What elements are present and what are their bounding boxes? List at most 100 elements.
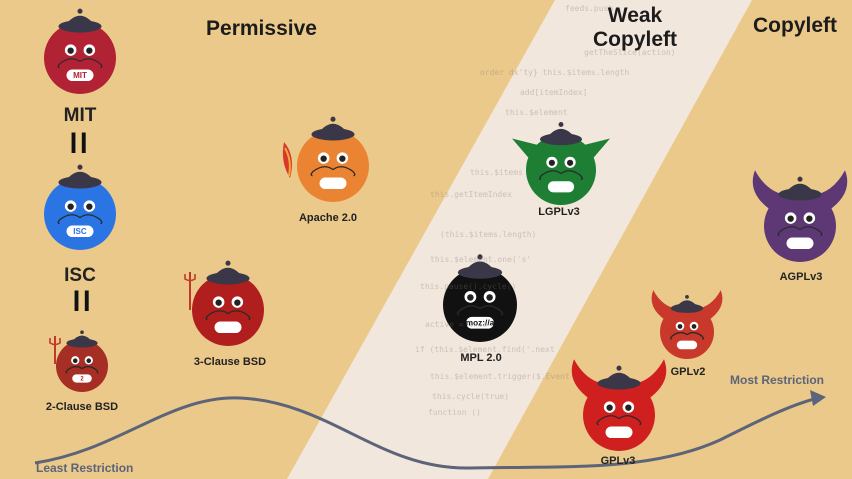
mouth-badge — [72, 374, 92, 383]
feather-icon — [282, 142, 292, 178]
code-line: this.$element.one('s' — [430, 255, 532, 264]
pupil — [234, 299, 241, 306]
pupil — [86, 358, 92, 363]
code-line: this.$element.trigger($.Event — [430, 372, 570, 381]
pupil — [787, 215, 794, 222]
pupil — [567, 159, 574, 166]
code-line: if (this.$element.find('.next — [415, 345, 555, 354]
body — [526, 135, 596, 205]
hat-crown — [546, 128, 576, 139]
mustache-right — [560, 170, 583, 181]
hat-knob — [330, 116, 336, 122]
gpl2-label: GPLv2 — [670, 366, 706, 378]
code-line: active = this — [425, 320, 488, 329]
pupil — [625, 404, 632, 411]
lgpl-label: LGPLv3 — [538, 206, 580, 218]
mouth-badge — [214, 321, 242, 334]
mustache-left — [310, 166, 334, 177]
gpl3-mascot — [571, 359, 667, 451]
mustache-left — [456, 305, 481, 316]
pupil — [67, 203, 74, 210]
mustache-right — [81, 365, 99, 374]
mouth-badge — [676, 340, 698, 350]
code-line: this.getItemIndex — [430, 190, 512, 199]
mustache-right — [79, 58, 103, 69]
pupil — [806, 215, 813, 222]
code-line: add[itemIndex] — [520, 88, 588, 97]
mustache-right — [686, 331, 704, 340]
trident-icon — [184, 272, 196, 310]
body — [44, 178, 116, 250]
pupil — [86, 203, 93, 210]
hat-knob — [77, 164, 83, 170]
body — [660, 305, 714, 359]
agpl-mascot — [752, 170, 848, 262]
restriction-curve — [34, 396, 819, 470]
code-line: feeds.push — [565, 4, 614, 13]
pupil — [677, 324, 683, 329]
mustache-left — [539, 170, 562, 181]
mustache-right — [479, 305, 504, 316]
body — [583, 379, 655, 451]
isc-bsd-equals: II — [72, 285, 94, 318]
pupil — [606, 404, 613, 411]
mustache-left — [777, 226, 801, 237]
code-line: order dx'ty} this.$items.length — [480, 68, 630, 77]
gpl2-mascot — [651, 290, 723, 359]
trident-icon — [49, 336, 61, 364]
mustache-right — [79, 214, 103, 225]
mouth-badge — [66, 225, 94, 238]
hat-crown — [71, 335, 93, 343]
least-restriction-label: Least Restriction — [36, 461, 134, 475]
mouth-badge — [66, 69, 94, 82]
mpl-label: MPL 2.0 — [460, 352, 502, 364]
pupil — [72, 358, 78, 363]
mustache-left — [65, 365, 83, 374]
hat-knob — [558, 122, 564, 127]
hat-crown — [784, 183, 816, 194]
weak-copyleft-title: Weak Copyleft — [593, 4, 677, 51]
code-line: this.cycle(true) — [432, 392, 510, 401]
pupil — [548, 159, 555, 166]
hat-crown — [212, 267, 244, 278]
code-line: getTheSlice(action) — [584, 48, 676, 57]
mustache-left — [596, 415, 620, 426]
code-line: this.pause().cycle() — [420, 282, 517, 291]
agpl-label: AGPLv3 — [779, 271, 823, 283]
weak-copyleft-stripe — [287, 0, 752, 479]
mouth-badge — [547, 181, 575, 193]
hat-knob — [797, 176, 803, 182]
body — [764, 190, 836, 262]
code-line: (this.$items.length) — [440, 230, 537, 239]
pupil — [215, 299, 222, 306]
pupil — [691, 324, 697, 329]
bsd3-mascot — [192, 260, 264, 346]
mustache-right — [618, 415, 642, 426]
mouth-badge — [319, 177, 347, 190]
bsd3-label: 3-Clause BSD — [193, 356, 267, 368]
restriction-arrowhead — [810, 390, 826, 406]
body — [192, 274, 264, 346]
hat-knob — [77, 8, 83, 14]
pupil — [467, 294, 474, 301]
hat-crown — [464, 261, 496, 272]
bsd2-label: 2-Clause BSD — [45, 401, 119, 413]
pupil — [339, 155, 346, 162]
lgpl-mascot — [512, 122, 610, 205]
badge-text: 2 — [80, 376, 84, 382]
mouth-badge — [466, 316, 494, 329]
body — [297, 130, 369, 202]
mit-label: MIT — [63, 105, 97, 126]
gpl3-label: GPLv3 — [600, 455, 636, 467]
hat-knob — [225, 260, 231, 266]
hat-crown — [675, 300, 699, 308]
pupil — [67, 47, 74, 54]
mustache-right — [799, 226, 823, 237]
bsd2-mascot: 2 — [56, 330, 108, 392]
pupil — [320, 155, 327, 162]
mustache-left — [205, 310, 229, 321]
most-restriction-label: Most Restriction — [730, 373, 825, 387]
body — [56, 340, 108, 392]
hat-knob — [616, 365, 622, 371]
